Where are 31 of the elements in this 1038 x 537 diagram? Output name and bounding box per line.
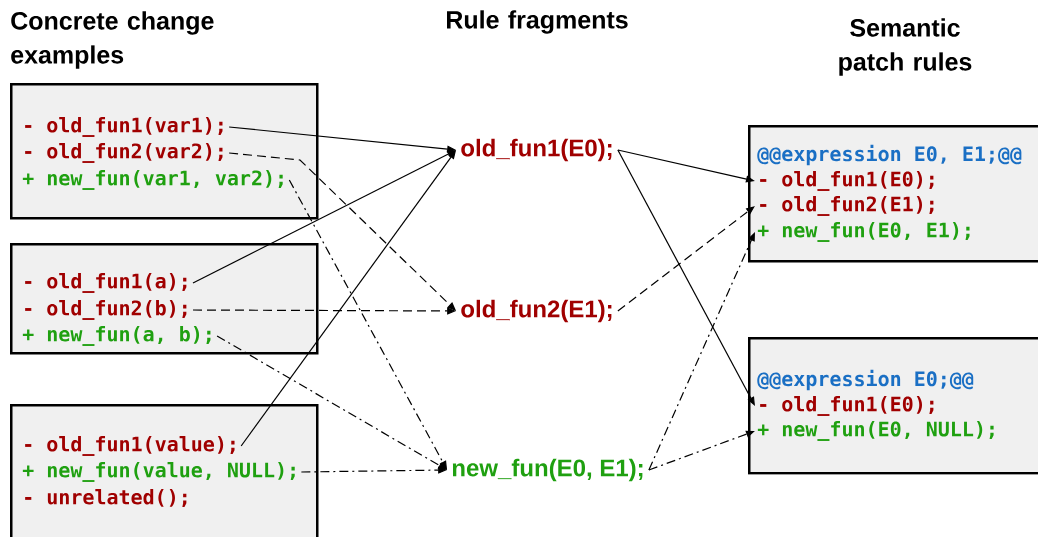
- code-line: @@expression E0, E1;@@: [757, 144, 1022, 166]
- arrow: [648, 232, 755, 471]
- code-panel: [10, 83, 319, 220]
- code-line: + new_fun(E0, NULL);: [757, 421, 994, 441]
- arrow: [648, 430, 755, 471]
- code-line: - old_fun1(value);: [25, 436, 235, 456]
- code-line: + new_fun(a, b);: [22, 326, 211, 346]
- code-line: - unrelated();: [25, 489, 187, 507]
- code-panel: [748, 125, 1038, 263]
- arrow: [617, 206, 755, 312]
- rule-fragment: new_fun(E0, E1);: [452, 458, 643, 482]
- column-heading: Semantic patch rules: [839, 18, 972, 76]
- code-panel: [748, 337, 1038, 475]
- code-line: - old_fun2(var2);: [25, 143, 223, 163]
- code-line: + new_fun(E0, E1);: [757, 222, 970, 242]
- code-line: - old_fun2(b);: [25, 300, 187, 320]
- code-line: - old_fun1(var1);: [25, 117, 223, 137]
- code-line: - old_fun1(a);: [25, 273, 187, 293]
- code-panel: [10, 243, 319, 355]
- rule-fragment: old_fun2(E1);: [461, 299, 612, 323]
- code-panel: [10, 404, 319, 537]
- code-line: - old_fun1(E0);: [760, 396, 934, 416]
- code-line: + new_fun(value, NULL);: [22, 462, 295, 482]
- code-line: @@expression E0;@@: [757, 369, 974, 391]
- column-heading: Rule fragments: [447, 10, 628, 34]
- arrow: [617, 149, 755, 406]
- column-heading: Concrete change examples: [11, 11, 214, 69]
- code-line: - old_fun2(E1);: [760, 196, 934, 216]
- rule-fragment: old_fun1(E0);: [461, 138, 612, 162]
- code-line: - old_fun1(E0);: [760, 171, 934, 191]
- code-line: + new_fun(var1, var2);: [22, 170, 283, 190]
